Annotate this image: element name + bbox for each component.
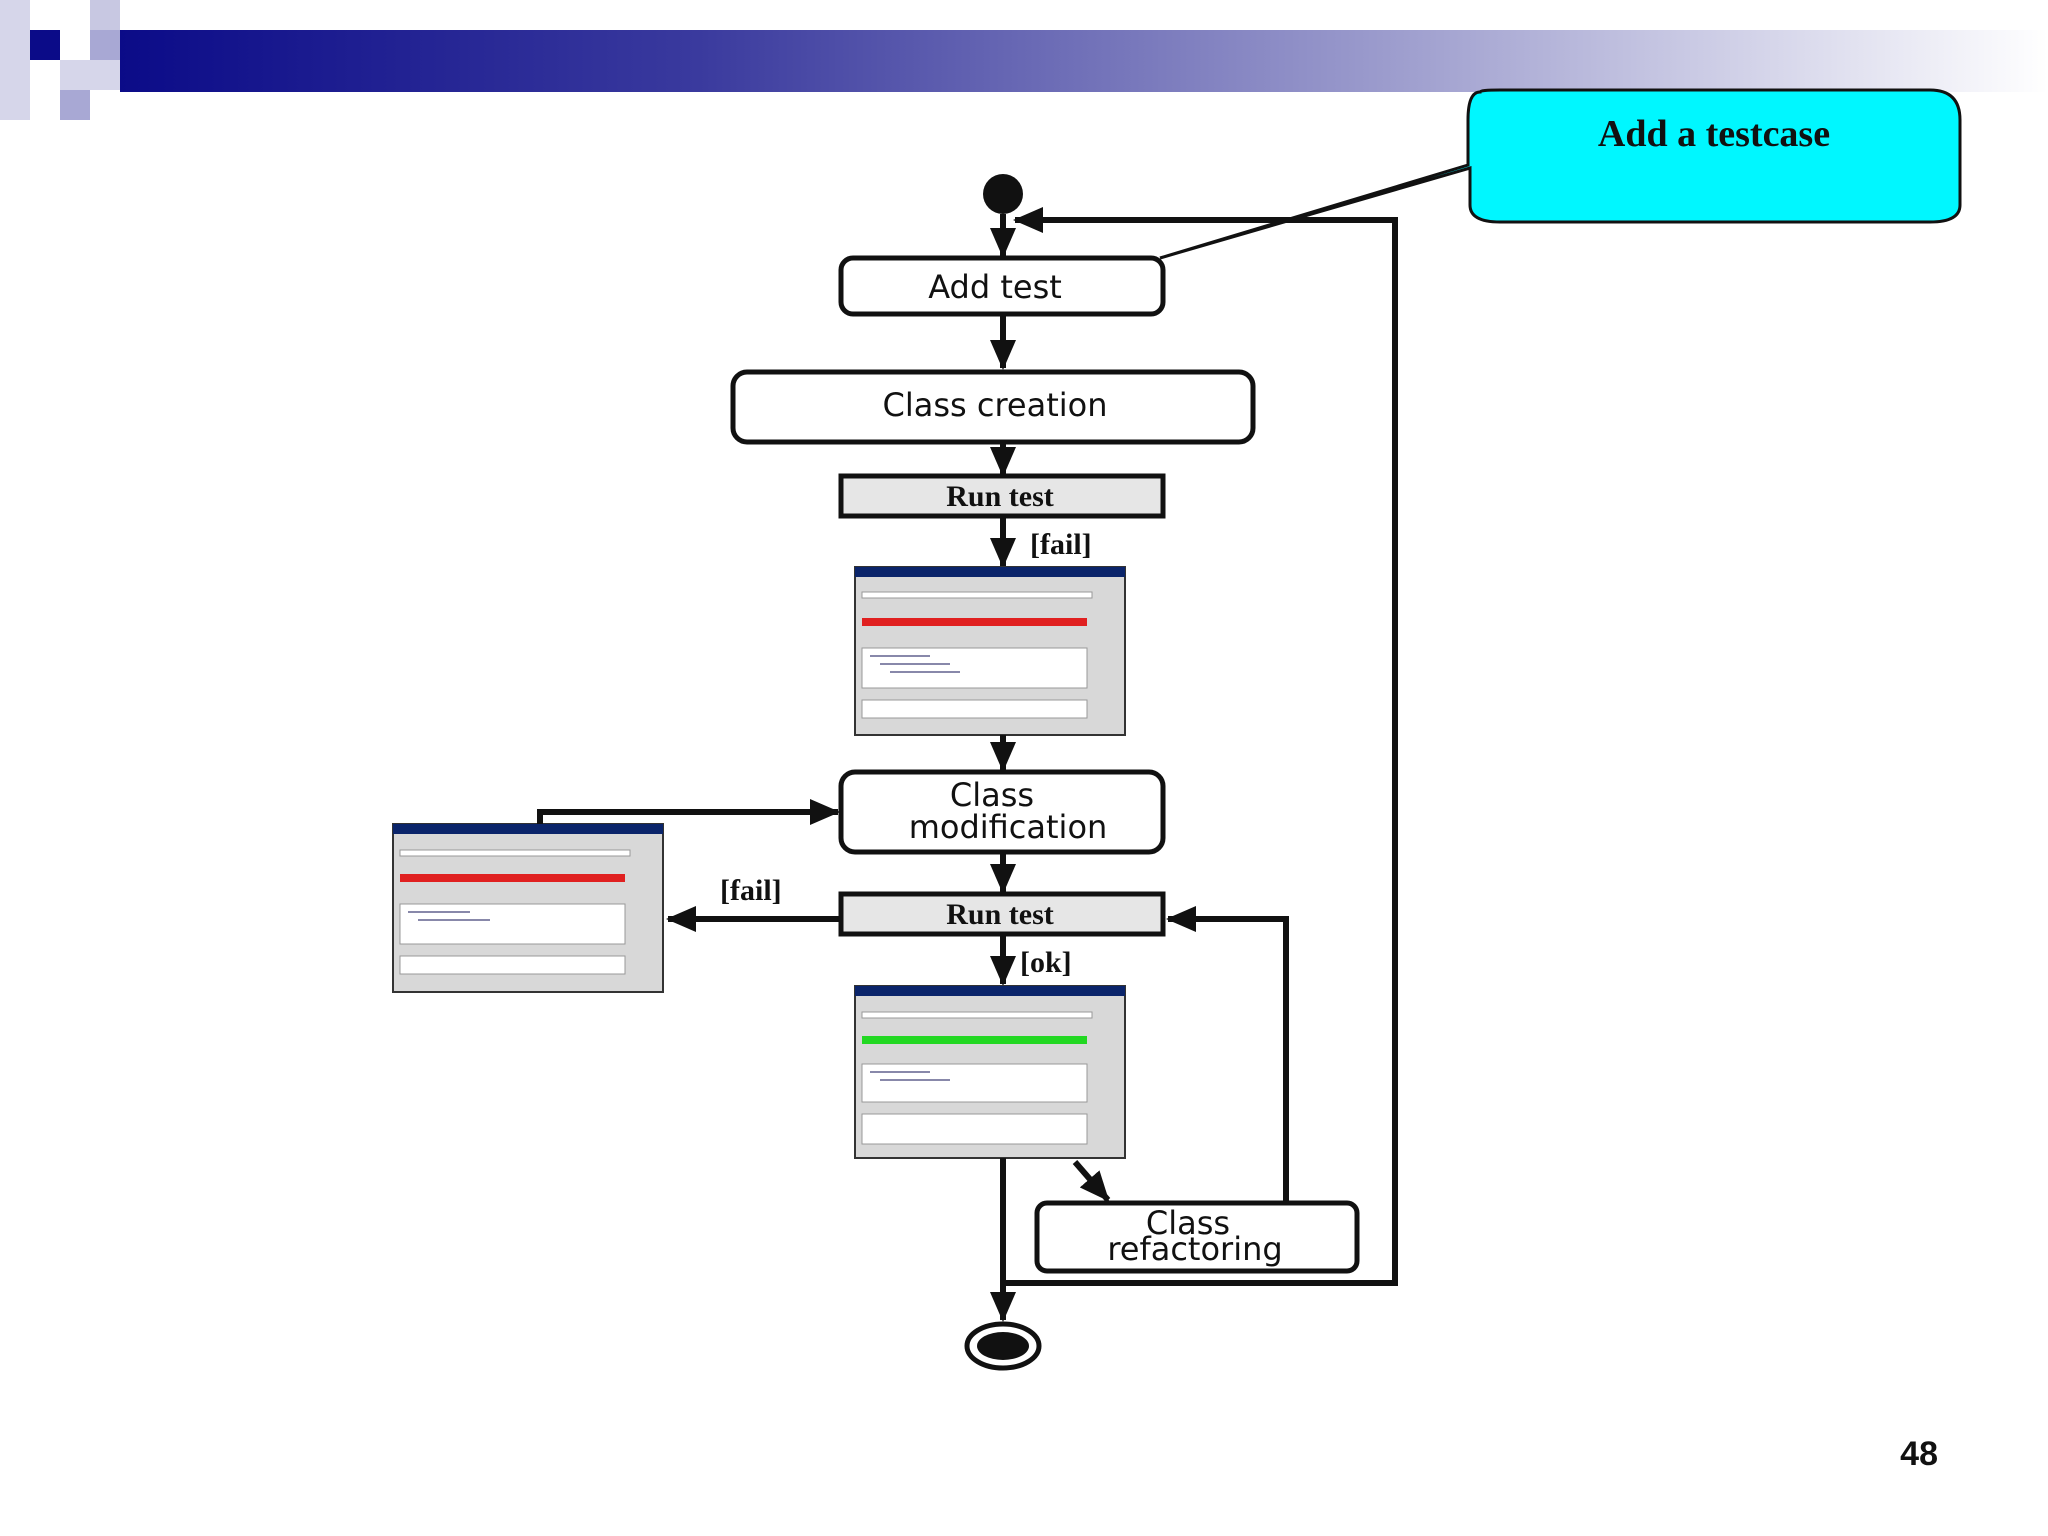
header-square <box>30 30 60 60</box>
run-test-label-1: Run test <box>946 480 1054 513</box>
run-test-box-1 <box>838 473 1166 519</box>
arrow-fail-to-modification <box>537 799 840 825</box>
junit-screenshot-fail-left <box>392 823 664 993</box>
fail-bar-left <box>400 874 625 882</box>
class-creation-label: Class creation <box>883 386 1108 424</box>
header-square <box>0 0 30 120</box>
callout-bubble <box>1159 88 1962 260</box>
class-modification-label-line2: modification <box>909 808 1108 846</box>
class-refactoring-label-line1: Class <box>1146 1204 1230 1242</box>
add-test-label: Add test <box>928 268 1062 306</box>
page-number: 48 <box>1900 1435 1938 1473</box>
class-creation-box <box>730 369 1256 445</box>
header-square <box>60 60 120 90</box>
ok-bar <box>862 1036 1087 1044</box>
callout-text: Add a testcase <box>1598 113 1830 155</box>
arrow-ok-to-refactoring <box>1072 1160 1111 1202</box>
arrow-loop-back <box>1003 207 1398 1286</box>
class-modification-label-line1: Class <box>950 776 1034 814</box>
class-refactoring-label-line2: refactoring <box>1107 1230 1282 1268</box>
arrow-refactoring-to-run <box>1166 906 1289 1203</box>
fail-bar <box>862 618 1087 626</box>
junit-screenshot-ok <box>854 985 1126 1159</box>
run-test-label-2: Run test <box>946 898 1054 931</box>
guard-fail-1: [fail] <box>1030 528 1092 561</box>
run-test-box-2 <box>838 891 1166 937</box>
class-refactoring-box <box>1034 1200 1360 1274</box>
header-square <box>90 0 120 30</box>
header-square <box>90 30 120 60</box>
junit-screenshot-fail <box>854 566 1126 736</box>
header-band <box>120 30 2048 92</box>
initial-node <box>983 174 1023 214</box>
header-square <box>60 90 90 120</box>
guard-fail-2: [fail] <box>720 874 782 907</box>
guard-ok: [ok] <box>1020 946 1072 979</box>
final-node-inner <box>977 1332 1029 1360</box>
callout: Add a testcase <box>1159 88 1962 260</box>
